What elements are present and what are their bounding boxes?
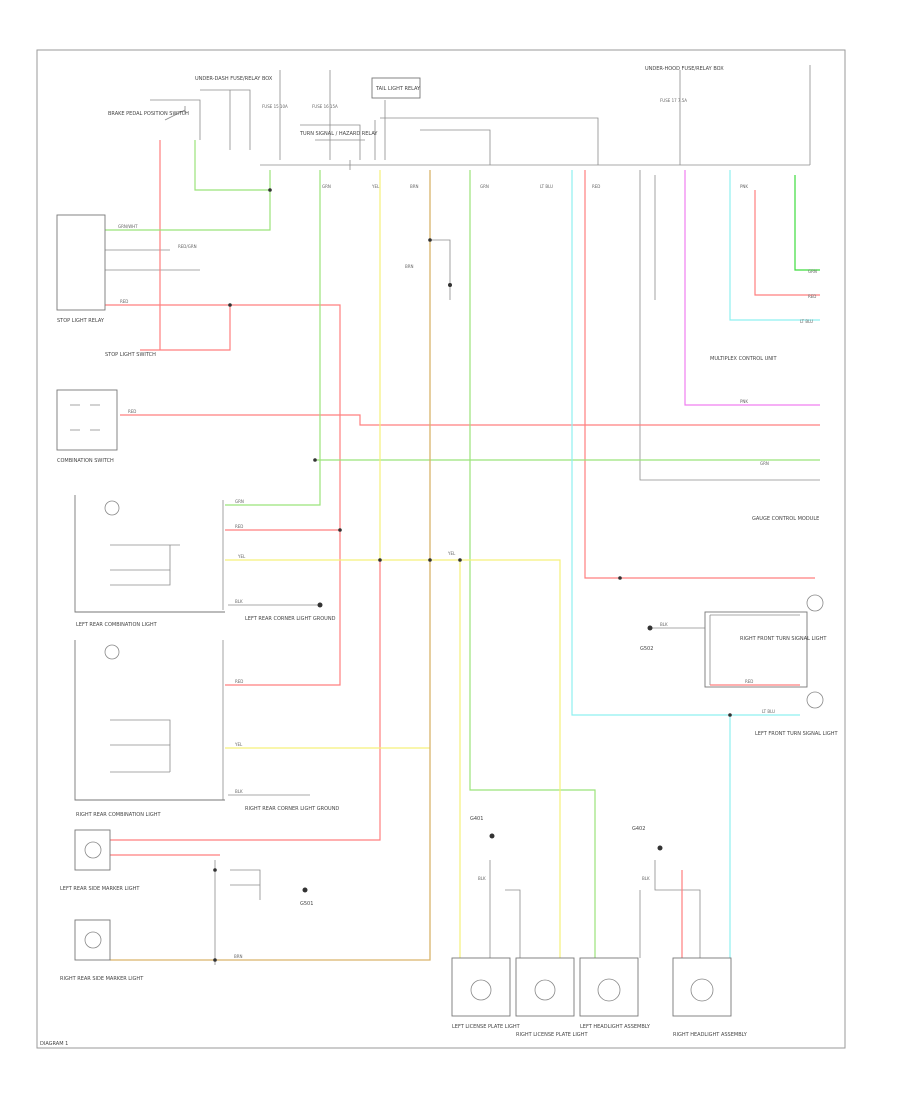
g401-label: G401	[470, 816, 483, 822]
left-marker-lamp-icon	[84, 841, 102, 859]
wire-tag: RED	[745, 679, 753, 684]
left-rear-ground-label: LEFT REAR CORNER LIGHT GROUND	[245, 616, 336, 622]
grey-wires	[105, 65, 820, 965]
wire-tag: RED	[592, 184, 600, 189]
junction-dots	[213, 188, 732, 962]
wire-tag: LT BLU	[800, 319, 813, 324]
stop-light-switch-icon	[164, 106, 186, 121]
wire-tag: GRN	[808, 269, 817, 274]
turn-signal-label: TURN SIGNAL / HAZARD RELAY	[299, 131, 378, 137]
footer-label: DIAGRAM 1	[40, 1041, 68, 1047]
right-headlight-lamp-icon	[690, 978, 714, 1002]
wire-tag: RED	[128, 409, 136, 414]
wire-tag: RED	[120, 299, 128, 304]
right-rear-side-marker-label: RIGHT REAR SIDE MARKER LIGHT	[60, 976, 144, 982]
tan-wire	[110, 170, 431, 961]
left-headlight-label: LEFT HEADLIGHT ASSEMBLY	[580, 1024, 651, 1030]
green-wires	[105, 140, 820, 958]
yellow-wires	[225, 170, 561, 958]
diagram-frame	[36, 49, 846, 1049]
right-front-turn-lamp-icon	[806, 594, 824, 612]
multiplex-label: MULTIPLEX CONTROL UNIT	[710, 356, 777, 362]
tail-light-relay-box	[371, 77, 421, 99]
right-rear-combo-label: RIGHT REAR COMBINATION LIGHT	[76, 812, 161, 818]
stop-light-relay-box	[56, 214, 106, 311]
wire-tag: BRN	[410, 184, 419, 189]
wire-tag: BLK	[660, 622, 668, 627]
wire-tag: BLK	[642, 876, 650, 881]
right-license-label: RIGHT LICENSE PLATE LIGHT	[516, 1032, 588, 1038]
wire-tag: RED	[235, 679, 243, 684]
g502-label: G502	[640, 646, 653, 652]
combination-switch-label: COMBINATION SWITCH	[57, 458, 114, 464]
left-headlight-lamp-icon	[597, 978, 621, 1002]
labels: UNDER-HOOD FUSE/RELAY BOX UNDER-DASH FUS…	[40, 66, 839, 1047]
wire-tag: PNK	[740, 399, 748, 404]
brake-pedal-switch-label: BRAKE PEDAL POSITION SWITCH	[108, 111, 189, 117]
wire-tag: RED/GRN	[178, 244, 197, 249]
right-front-marker-lamp-icon	[806, 691, 824, 709]
left-rear-lamp-icon	[104, 500, 120, 516]
wire-tag: GRN	[322, 184, 331, 189]
fuse15-label: FUSE 15 10A	[262, 104, 288, 109]
left-license-lamp-icon	[470, 979, 492, 1001]
magenta-wire	[684, 170, 820, 406]
under-dash-fuse-label: UNDER-DASH FUSE/RELAY BOX	[195, 76, 273, 82]
wire-tag: BLK	[235, 789, 243, 794]
wire-tag: BRN	[234, 954, 243, 959]
right-rear-ground-label: RIGHT REAR CORNER LIGHT GROUND	[245, 806, 339, 812]
wire-tag: GRN	[480, 184, 489, 189]
cyan-wires	[571, 170, 820, 958]
red-wires	[105, 140, 820, 958]
lamp-symbols	[70, 106, 824, 1002]
right-license-lamp-icon	[534, 979, 556, 1001]
left-rear-combo-box	[74, 495, 225, 613]
components	[56, 77, 808, 1017]
wire-tag: GRN	[760, 461, 769, 466]
right-rear-side-marker-box	[74, 919, 111, 961]
g402-label: G402	[632, 826, 645, 832]
wire-tag: BLK	[235, 599, 243, 604]
fuse17-label: FUSE 17 7.5A	[660, 98, 687, 103]
gauge-control-module-label: GAUGE CONTROL MODULE	[752, 516, 819, 522]
right-marker-lamp-icon	[84, 931, 102, 949]
under-hood-fuse-label: UNDER-HOOD FUSE/RELAY BOX	[645, 66, 724, 72]
combination-switch-contacts	[70, 404, 100, 431]
wire-tag: RED	[235, 524, 243, 529]
right-headlight-box	[672, 957, 732, 1017]
g501-label: G501	[300, 901, 313, 907]
brightgreen-wire	[794, 175, 820, 271]
left-rear-combo-label: LEFT REAR COMBINATION LIGHT	[76, 622, 158, 628]
left-rear-side-marker-label: LEFT REAR SIDE MARKER LIGHT	[60, 886, 140, 892]
wire-tag: GRN	[235, 499, 244, 504]
left-license-light-box	[451, 957, 511, 1017]
fuse16-label: FUSE 16 15A	[312, 104, 338, 109]
wire-tag: BRN	[405, 264, 414, 269]
wire-tag: BLK	[478, 876, 486, 881]
right-rear-combo-box	[74, 640, 225, 801]
wire-tag: LT BLU	[540, 184, 553, 189]
wire-tag: YEL	[371, 184, 380, 189]
left-rear-side-marker-box	[74, 829, 111, 871]
wire-tag: PNK	[740, 184, 748, 189]
wire-tag: YEL	[237, 554, 246, 559]
stop-light-switch-label: STOP LIGHT SWITCH	[105, 352, 156, 358]
left-headlight-box	[579, 957, 639, 1017]
right-rear-lamp-icon	[104, 644, 120, 660]
wire-tag: LT BLU	[762, 709, 775, 714]
left-front-turn-label: LEFT FRONT TURN SIGNAL LIGHT	[755, 731, 839, 737]
wire-tag: RED	[808, 294, 816, 299]
left-license-label: LEFT LICENSE PLATE LIGHT	[452, 1024, 521, 1030]
right-front-turn-box	[704, 611, 808, 688]
wire-tag: GRN/WHT	[118, 224, 138, 229]
combination-switch-box	[56, 389, 118, 451]
right-license-light-box	[515, 957, 575, 1017]
wire-tag: YEL	[234, 742, 243, 747]
right-front-turn-label: RIGHT FRONT TURN SIGNAL LIGHT	[740, 636, 827, 642]
tail-light-relay-label: TAIL LIGHT RELAY	[375, 86, 421, 92]
wire-tag: YEL	[447, 551, 456, 556]
right-headlight-label: RIGHT HEADLIGHT ASSEMBLY	[673, 1032, 748, 1038]
stop-light-relay-label: STOP LIGHT RELAY	[57, 318, 105, 324]
